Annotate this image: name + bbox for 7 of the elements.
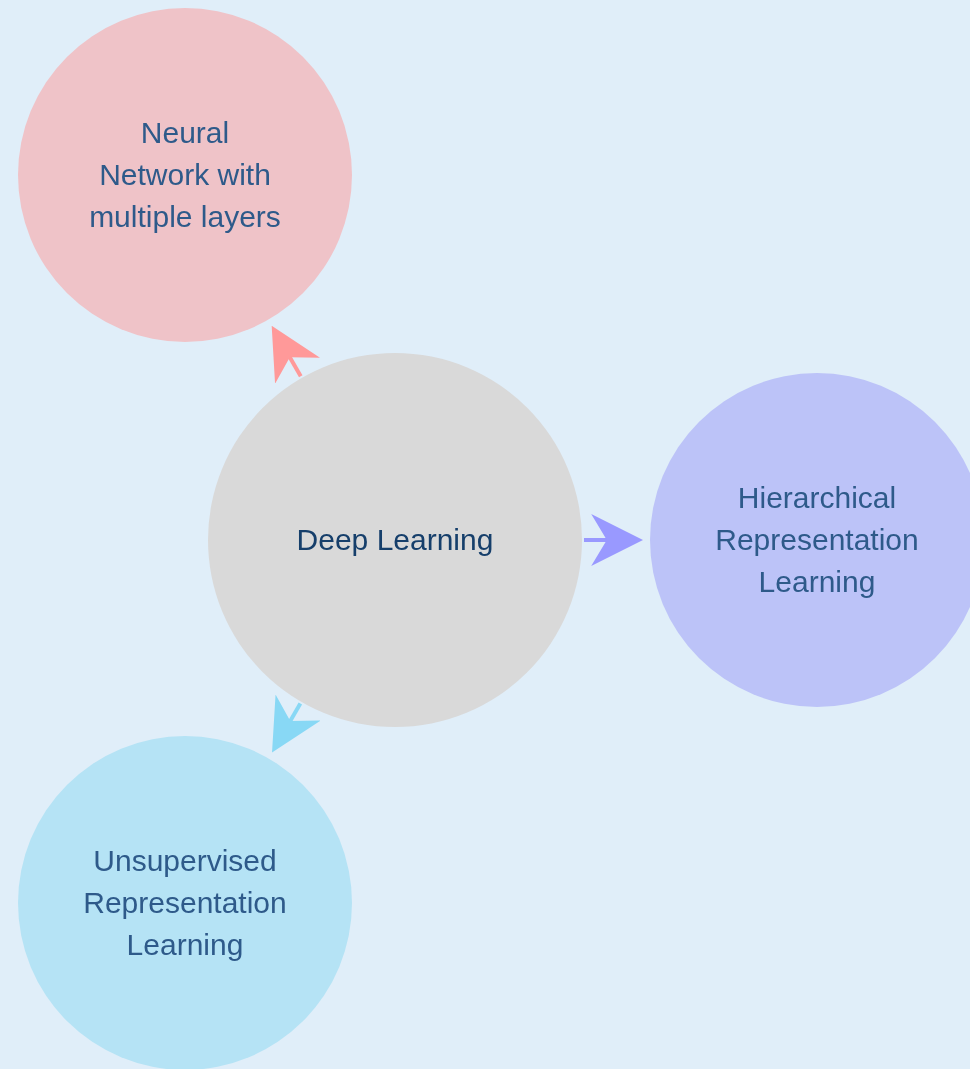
node-label: Neural Network with multiple layers <box>88 115 282 235</box>
arrow <box>584 514 644 566</box>
node-label: Hierarchical Representation Learning <box>714 480 920 600</box>
node-label: Deep Learning <box>295 522 495 558</box>
arrow <box>271 325 321 384</box>
node-label: Unsupervised Representation Learning <box>82 843 288 963</box>
arrow <box>272 694 321 753</box>
